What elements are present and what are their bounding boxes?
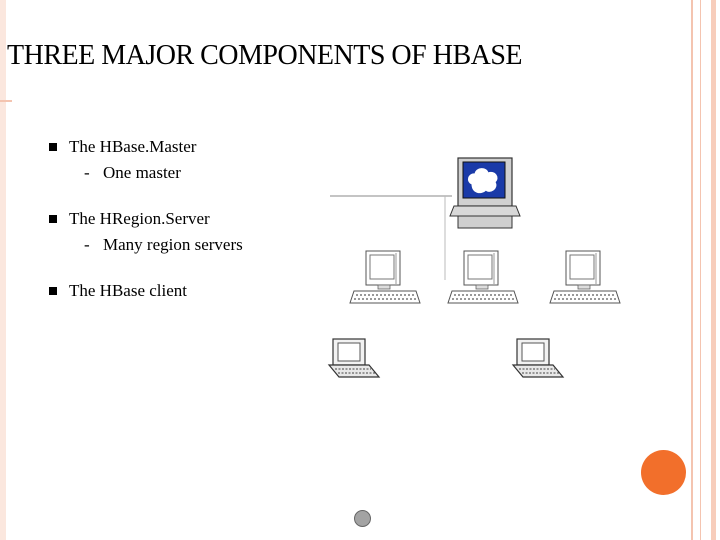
sub-bullet-text: Many region servers: [103, 235, 243, 254]
bullet-group-region-server: The HRegion.Server - Many region servers: [48, 208, 348, 256]
decorative-orange-circle: [641, 450, 686, 495]
dash-icon: -: [84, 235, 90, 254]
region-server-computer-icon: [447, 250, 519, 304]
title-rule: [0, 100, 12, 102]
bullet-square-icon: [49, 143, 57, 151]
bullet-item: The HRegion.Server: [48, 208, 348, 230]
left-accent-band: [0, 0, 6, 540]
dash-icon: -: [84, 163, 90, 182]
decorative-gray-circle: [354, 510, 371, 527]
region-server-computer-icon: [349, 250, 421, 304]
right-border-line: [711, 0, 716, 540]
bullet-text: The HRegion.Server: [69, 209, 210, 228]
bullet-group-client: The HBase client: [48, 280, 348, 302]
bullet-item: The HBase.Master: [48, 136, 348, 158]
region-server-computer-icon: [549, 250, 621, 304]
bullet-square-icon: [49, 215, 57, 223]
bullet-group-master: The HBase.Master - One master: [48, 136, 348, 184]
bullet-square-icon: [49, 287, 57, 295]
bullet-text: The HBase.Master: [69, 137, 197, 156]
master-computer-icon: [449, 157, 521, 229]
sub-bullet-item: - One master: [48, 162, 348, 184]
right-border-line: [691, 0, 693, 540]
right-border-line: [700, 0, 701, 540]
sub-bullet-item: - Many region servers: [48, 234, 348, 256]
bullet-item: The HBase client: [48, 280, 348, 302]
bullet-text: The HBase client: [69, 281, 188, 300]
client-laptop-icon: [512, 338, 564, 378]
bullet-list: The HBase.Master - One master The HRegio…: [48, 136, 348, 302]
slide-title: THREE MAJOR COMPONENTS OF HBASE: [7, 40, 523, 71]
client-laptop-icon: [328, 338, 380, 378]
sub-bullet-text: One master: [103, 163, 181, 182]
